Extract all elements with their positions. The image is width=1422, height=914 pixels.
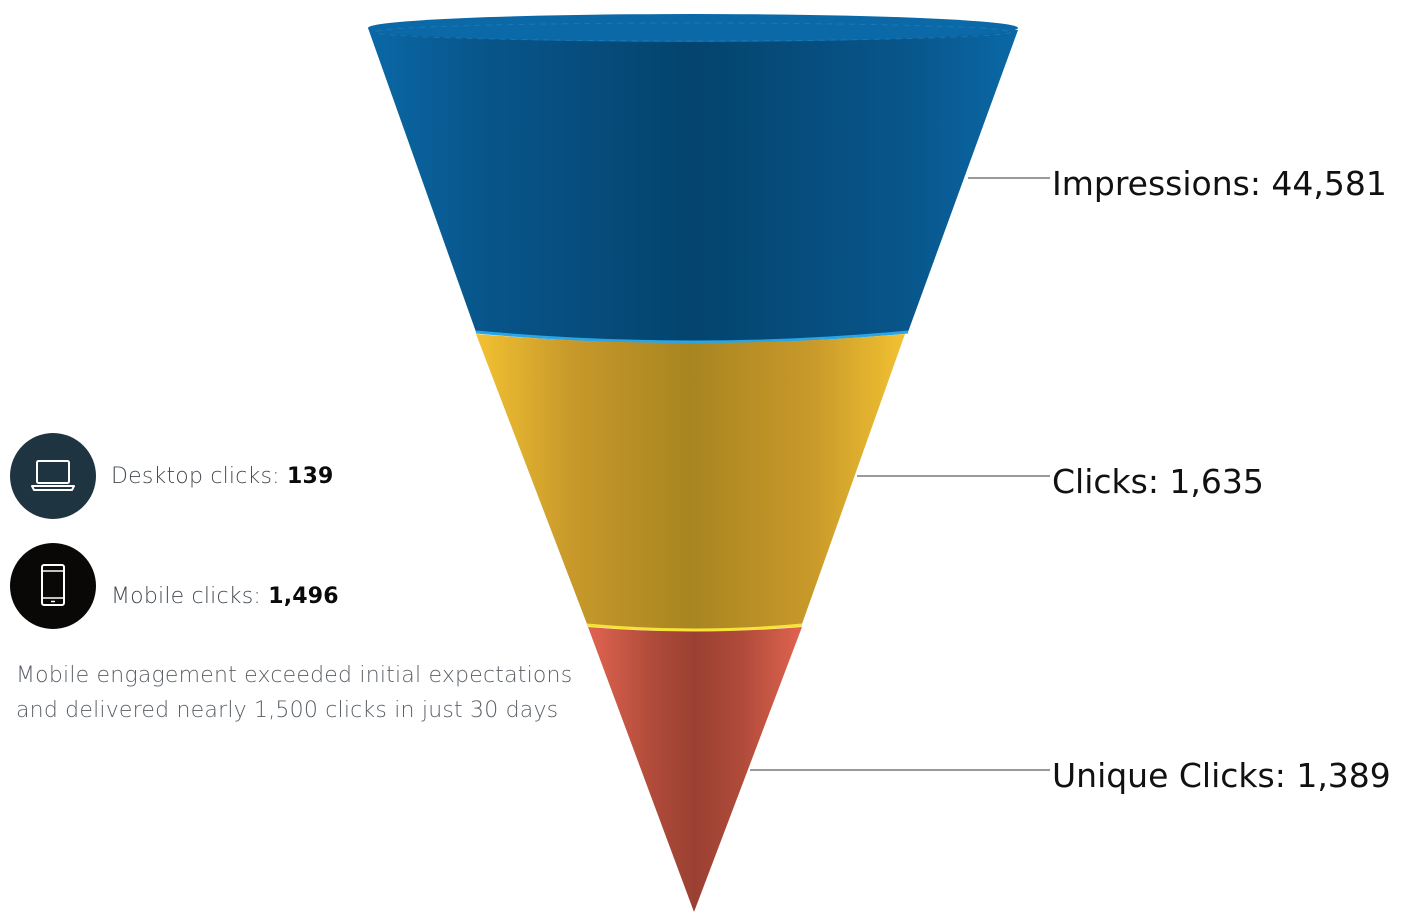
mobile-clicks-row: Mobile clicks: 1,496 — [10, 543, 339, 629]
mobile-clicks-value: 1,496 — [268, 583, 339, 609]
stage-label-unique-clicks: Unique Clicks: 1,389 — [1052, 756, 1391, 795]
desktop-clicks-label: Desktop clicks: — [111, 463, 287, 489]
mobile-clicks-label: Mobile clicks: — [111, 583, 269, 609]
stage-label-impressions: Impressions: 44,581 — [1052, 164, 1387, 203]
funnel-segment-impressions — [368, 28, 1018, 342]
desktop-clicks-text: Desktop clicks: 139 — [111, 464, 333, 489]
funnel-top-rim-highlight — [374, 22, 1012, 42]
stage-label-clicks: Clicks: 1,635 — [1052, 462, 1264, 501]
mobile-clicks-text: Mobile clicks: 1,496 — [111, 584, 339, 609]
funnel-segment-clicks — [476, 334, 905, 629]
smartphone-icon — [41, 564, 65, 606]
desktop-clicks-row: Desktop clicks: 139 — [10, 433, 333, 519]
desktop-circle — [10, 433, 96, 519]
desktop-clicks-value: 139 — [286, 463, 334, 489]
funnel-divider-blue — [475, 330, 909, 344]
funnel-top-rim — [368, 14, 1018, 42]
mobile-circle — [10, 543, 96, 629]
insight-note: Mobile engagement exceeded initial expec… — [16, 663, 573, 723]
funnel-divider-gold — [586, 623, 803, 632]
laptop-icon — [31, 460, 75, 491]
funnel-segment-unique-clicks — [588, 627, 802, 912]
